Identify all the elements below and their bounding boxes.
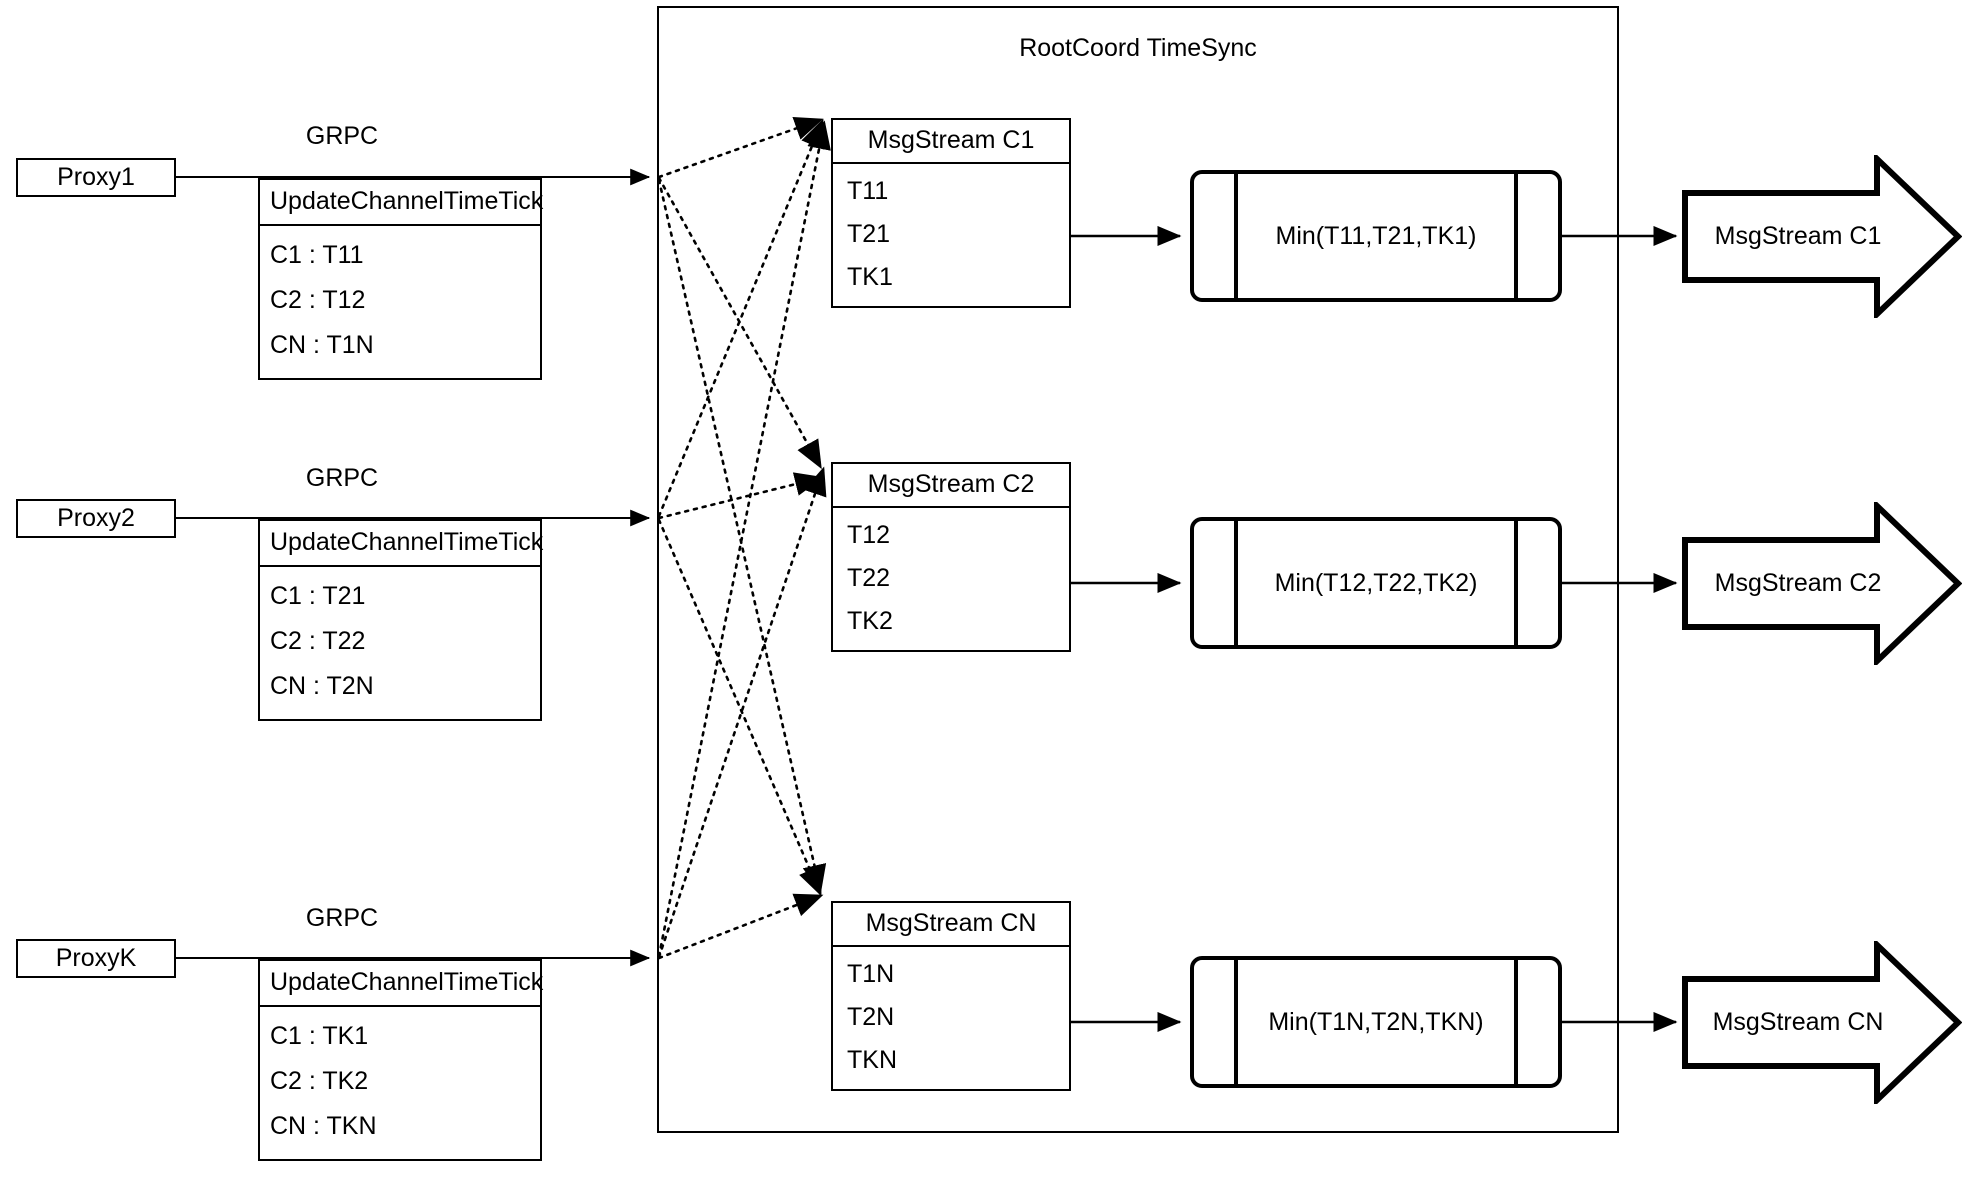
- msgstream-row: T22: [847, 563, 891, 592]
- msgstream-title: MsgStream CN: [833, 903, 1069, 947]
- tick-row: CN : TKN: [270, 1112, 377, 1141]
- update-channel-timetick-table-1: UpdateChannelTimeTick C1 : T11 C2 : T12 …: [258, 178, 543, 380]
- msgstream-title: MsgStream C1: [833, 120, 1069, 164]
- process-left-bar: [1194, 174, 1238, 298]
- tick-row: C1 : TK1: [270, 1021, 369, 1050]
- block-arrow-shape: [1682, 502, 1962, 665]
- block-arrow-shape: [1682, 941, 1962, 1104]
- msgstream-row: TK1: [847, 262, 893, 291]
- process-label: Min(T1N,T2N,TKN): [1268, 1007, 1484, 1036]
- msgstream-row: T21: [847, 219, 891, 248]
- tick-table-body: C1 : T21 C2 : T22 CN : T2N: [260, 567, 540, 719]
- process-right-bar: [1514, 960, 1558, 1084]
- grpc-label-2: GRPC: [305, 464, 379, 492]
- msgstream-table-c2: MsgStream C2 T12 T22 TK2: [831, 462, 1071, 652]
- msgstream-body: T1N T2N TKN: [833, 947, 1069, 1089]
- process-right-bar: [1514, 521, 1558, 645]
- msgstream-table-c1: MsgStream C1 T11 T21 TK1: [831, 118, 1071, 308]
- msgstream-row: TK2: [847, 606, 893, 635]
- msgstream-row: T11: [847, 177, 889, 206]
- tick-row: C2 : T22: [270, 626, 366, 655]
- tick-table-body: C1 : T11 C2 : T12 CN : T1N: [260, 226, 540, 378]
- tick-table-body: C1 : TK1 C2 : TK2 CN : TKN: [260, 1007, 540, 1159]
- output-block-arrow-cn: MsgStream CN: [1682, 941, 1962, 1104]
- block-arrow-shape: [1682, 155, 1962, 318]
- process-min-c2: Min(T12,T22,TK2): [1190, 517, 1562, 649]
- container-title: RootCoord TimeSync: [1019, 34, 1257, 62]
- tick-row: C1 : T21: [270, 581, 366, 610]
- tick-row: C2 : T12: [270, 285, 366, 314]
- output-label: MsgStream C1: [1714, 222, 1882, 250]
- output-label: MsgStream C2: [1714, 569, 1882, 597]
- output-label: MsgStream CN: [1712, 1008, 1884, 1036]
- msgstream-body: T11 T21 TK1: [833, 164, 1069, 306]
- grpc-label-1: GRPC: [305, 122, 379, 150]
- grpc-label-3: GRPC: [305, 904, 379, 932]
- process-min-cn: Min(T1N,T2N,TKN): [1190, 956, 1562, 1088]
- msgstream-row: T1N: [847, 960, 895, 989]
- tick-table-title: UpdateChannelTimeTick: [260, 180, 543, 226]
- proxy-label: ProxyK: [55, 944, 137, 972]
- msgstream-row: T12: [847, 521, 891, 550]
- msgstream-body: T12 T22 TK2: [833, 508, 1069, 650]
- process-min-c1: Min(T11,T21,TK1): [1190, 170, 1562, 302]
- proxy-label: Proxy2: [57, 504, 135, 532]
- proxy-label: Proxy1: [57, 163, 135, 191]
- msgstream-title: MsgStream C2: [833, 464, 1069, 508]
- proxy-box-3[interactable]: ProxyK: [16, 939, 176, 978]
- output-block-arrow-c2: MsgStream C2: [1682, 502, 1962, 665]
- tick-table-title: UpdateChannelTimeTick: [260, 521, 543, 567]
- tick-row: C2 : TK2: [270, 1066, 369, 1095]
- tick-row: CN : T1N: [270, 331, 374, 360]
- process-left-bar: [1194, 960, 1238, 1084]
- process-label: Min(T12,T22,TK2): [1274, 568, 1478, 597]
- msgstream-row: TKN: [847, 1045, 897, 1074]
- update-channel-timetick-table-3: UpdateChannelTimeTick C1 : TK1 C2 : TK2 …: [258, 959, 543, 1161]
- process-left-bar: [1194, 521, 1238, 645]
- rootcoord-timesync-container: [657, 6, 1619, 1133]
- tick-table-title: UpdateChannelTimeTick: [260, 961, 543, 1007]
- msgstream-row: T2N: [847, 1002, 895, 1031]
- proxy-box-2[interactable]: Proxy2: [16, 499, 176, 538]
- process-label: Min(T11,T21,TK1): [1275, 221, 1477, 250]
- update-channel-timetick-table-2: UpdateChannelTimeTick C1 : T21 C2 : T22 …: [258, 519, 543, 721]
- msgstream-table-cn: MsgStream CN T1N T2N TKN: [831, 901, 1071, 1091]
- tick-row: CN : T2N: [270, 672, 374, 701]
- proxy-box-1[interactable]: Proxy1: [16, 158, 176, 197]
- process-right-bar: [1514, 174, 1558, 298]
- output-block-arrow-c1: MsgStream C1: [1682, 155, 1962, 318]
- tick-row: C1 : T11: [270, 240, 364, 269]
